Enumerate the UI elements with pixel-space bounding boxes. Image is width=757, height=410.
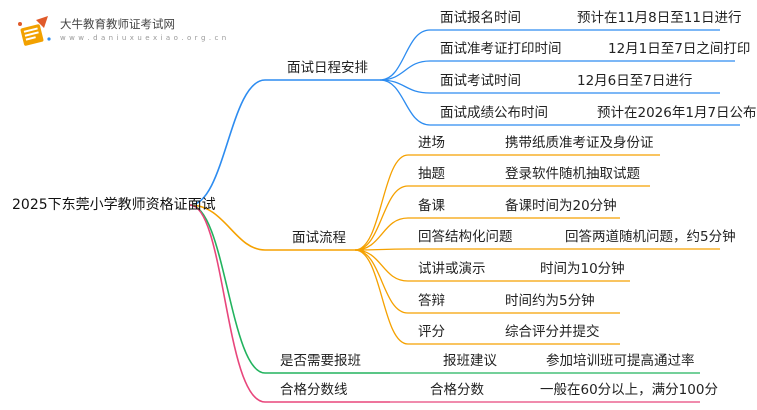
root-topic: 2025下东莞小学教师资格证面试	[12, 197, 216, 213]
process-item-value: 综合评分并提交	[505, 324, 600, 340]
schedule-item-value: 预计在2026年1月7日公布	[597, 105, 757, 121]
branch-class-label: 是否需要报班	[280, 353, 361, 369]
process-item-value: 登录软件随机抽取试题	[505, 166, 640, 182]
process-item-label: 评分	[418, 324, 445, 340]
brand-name: 大牛教育教师证考试网	[60, 17, 175, 31]
schedule-item-value: 预计在11月8日至11日进行	[577, 10, 742, 26]
schedule-item-value: 12月1日至7日之间打印	[608, 41, 751, 57]
process-item-value: 备课时间为20分钟	[505, 198, 617, 214]
schedule-item-label: 面试报名时间	[440, 10, 521, 26]
root-to-class-connector	[189, 204, 390, 374]
process-item-label: 备课	[418, 198, 445, 214]
process-item-label: 抽题	[418, 166, 445, 182]
score-item-value: 一般在60分以上，满分100分	[540, 382, 718, 398]
process-item-value: 回答两道随机问题，约5分钟	[565, 229, 736, 245]
process-item-value: 携带纸质准考证及身份证	[505, 135, 654, 151]
root-to-schedule-connector	[189, 79, 380, 206]
branch-score-label: 合格分数线	[280, 382, 348, 398]
process-item-label: 试讲或演示	[418, 261, 486, 277]
process-item-label: 进场	[418, 135, 445, 151]
branch-schedule-label: 面试日程安排	[287, 60, 368, 76]
schedule-item-value: 12月6日至7日进行	[577, 73, 693, 89]
brand-logo-icon	[18, 16, 51, 46]
schedule-item-label: 面试成绩公布时间	[440, 105, 548, 121]
class-item-label: 报班建议	[443, 353, 497, 369]
root-to-score-connector	[189, 204, 390, 403]
process-item-value: 时间为10分钟	[540, 261, 625, 277]
schedule-sub-connectors	[379, 29, 740, 126]
process-item-label: 回答结构化问题	[418, 229, 513, 245]
class-item-value: 参加培训班可提高通过率	[546, 353, 695, 369]
root-to-process-connector	[189, 204, 355, 251]
brand-url: w w w . d a n i u x u e x i a o . o r g …	[60, 34, 227, 42]
process-sub-connectors	[354, 154, 720, 345]
branch-process-label: 面试流程	[292, 230, 346, 246]
schedule-item-label: 面试准考证打印时间	[440, 41, 562, 57]
process-item-label: 答辩	[418, 293, 445, 309]
process-item-value: 时间约为5分钟	[505, 293, 595, 309]
score-item-label: 合格分数	[430, 382, 484, 398]
schedule-item-label: 面试考试时间	[440, 73, 521, 89]
